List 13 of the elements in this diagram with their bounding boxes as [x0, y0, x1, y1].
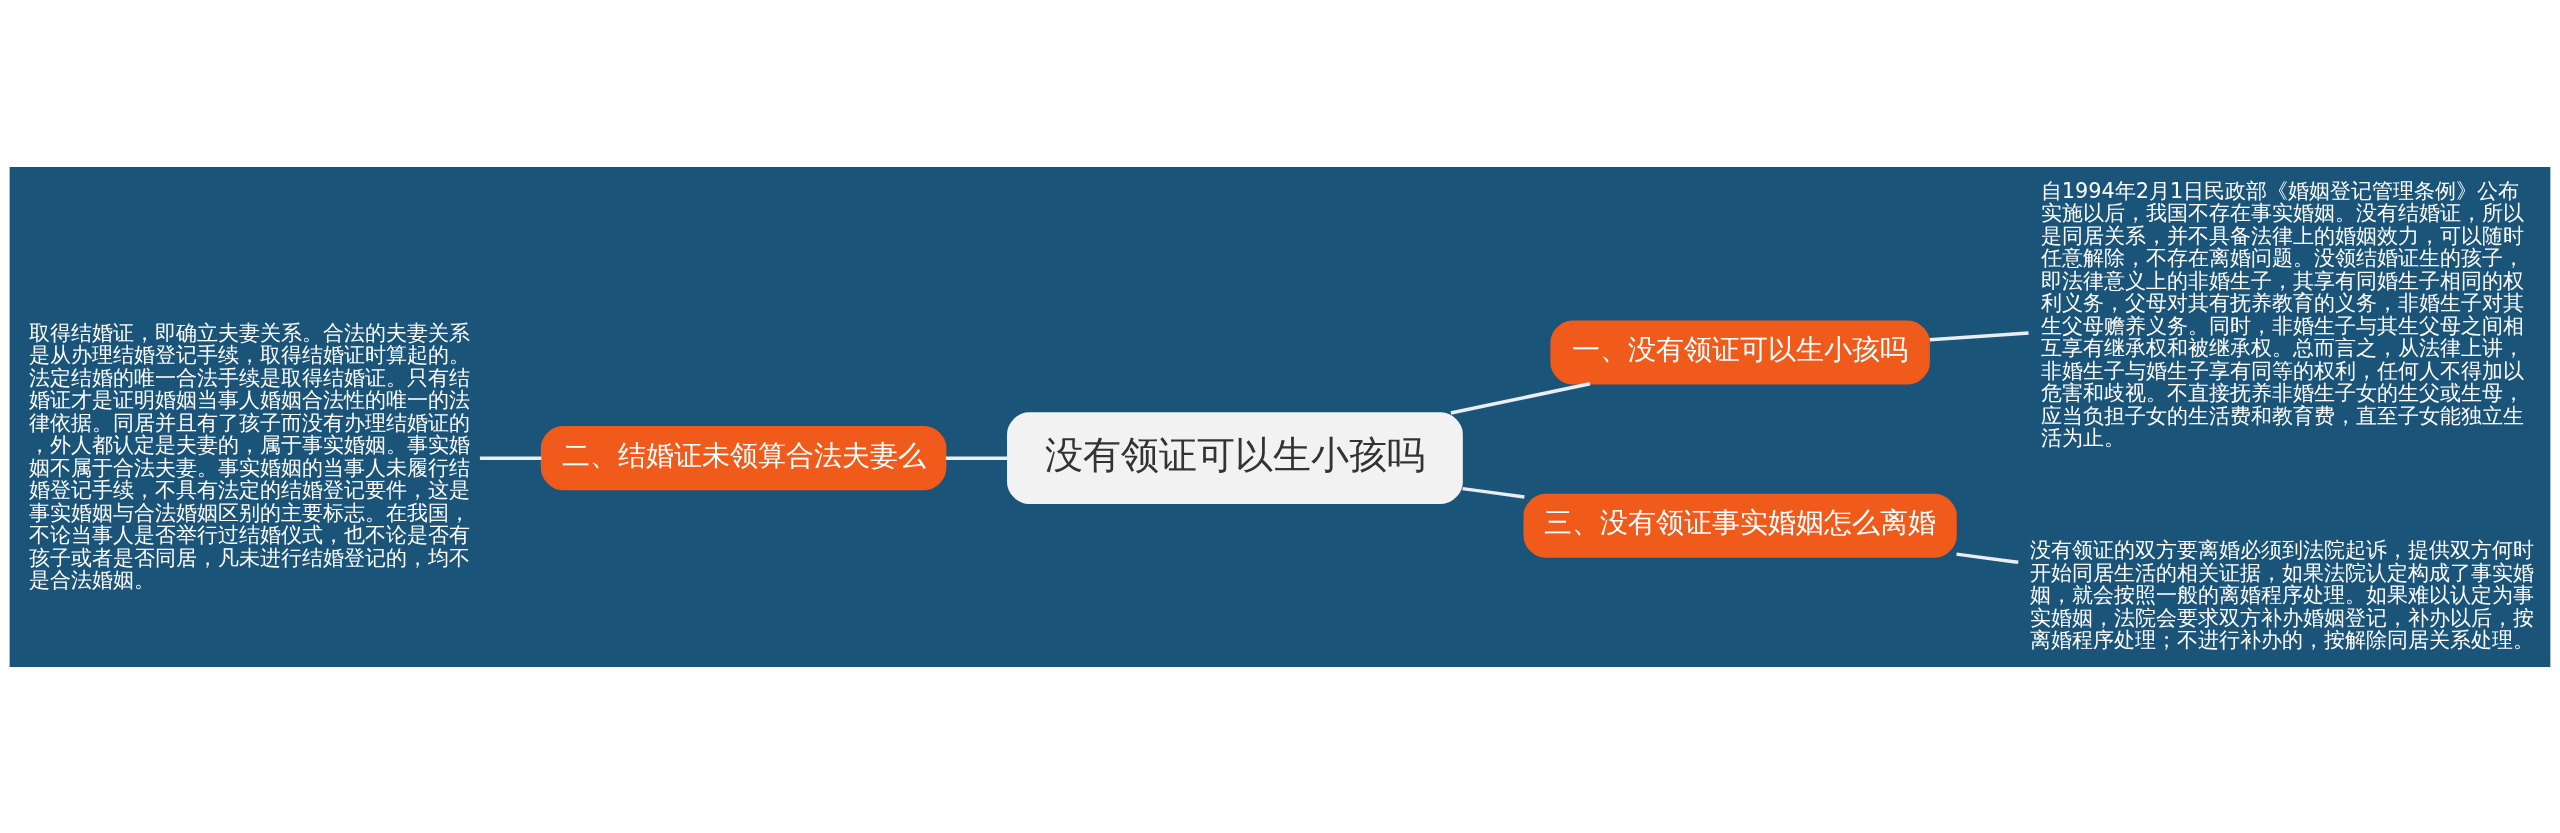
node-box: 没有领证可以生小孩吗	[1007, 411, 1463, 504]
node-box: 二、结婚证未领算合法夫妻么	[540, 425, 947, 490]
connector	[1450, 381, 1591, 415]
connector	[479, 455, 542, 460]
node-box: 三、没有领证事实婚姻怎么离婚	[1523, 493, 1957, 558]
connector	[1956, 551, 2019, 564]
node-box: 一、没有领证可以生小孩吗	[1550, 319, 1930, 384]
node-text: 取得结婚证，即确立夫妻关系。合法的夫妻关系是从办理结婚登记手续，取得结婚证时算起的。法定结婚的唯一合法手续是取得结婚证。只有结婚证才是证明婚姻当事人婚姻合法性的唯一的法律依据。同居并且有了孩子而没有办理结婚证的，外人都认定是夫妻的，属于事实婚姻。事实婚姻不属于合法夫妻。事实婚姻的当事人未履行结婚登记手续，不具有法定的结婚登记要件，这是事实婚姻与合法婚姻区别的主要标志。在我国，不论当事人是否举行过结婚仪式，也不论是否有孩子或者是否同居，凡未进行结婚登记的，均不是合法婚姻。	[28, 320, 470, 592]
connector	[1462, 486, 1525, 499]
connector	[945, 455, 1008, 460]
connector	[1929, 330, 2029, 341]
node-text: 自1994年2月1日民政部《婚姻登记管理条例》公布实施以后，我国不存在事实婚姻。没有结婚证，所以是同居关系，并不具备法律上的婚姻效力，可以随时任意解除，不存在离婚问题。没领结婚证生的孩子，即法律意义上的非婚生子，其享有同婚生子相同的权利义务，父母对其有抚养教育的义务，非婚生子对其生父母赡养义务。同时，非婚生子与其生父母之间相互享有继承权和被继承权。总而言之，从法律上讲，非婚生子与婚生子享有同等的权利，任何人不得加以危害和歧视。不直接抚养非婚生子女的生父或生母，应当负担子女的生活费和教育费，直至子女能独立生活为止。	[2040, 178, 2524, 450]
node-text: 没有领证的双方要离婚必须到法院起诉，提供双方何时开始同居生活的相关证据，如果法院认定构成了事实婚姻，就会按照一般的离婚程序处理。如果难以认定为事实婚姻，法院会要求双方补办婚姻登记，补办以后，按离婚程序处理；不进行补办的，按解除同居关系处理。	[2030, 537, 2535, 652]
